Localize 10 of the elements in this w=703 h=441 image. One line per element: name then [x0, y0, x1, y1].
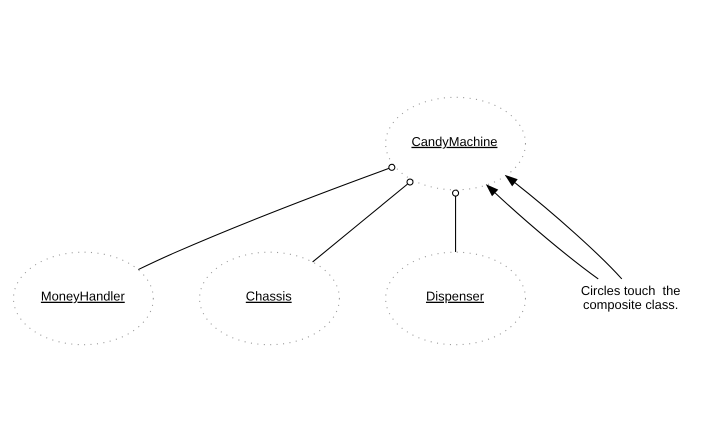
- node-ellipse: CandyMachine: [385, 96, 526, 190]
- arrow: [504, 174, 622, 279]
- arrow: [486, 184, 599, 279]
- node-ellipse: MoneyHandler: [12, 251, 154, 345]
- connector: [452, 189, 460, 252]
- node-ellipse: Chassis: [199, 251, 340, 345]
- node-ellipse: Dispenser: [385, 251, 526, 345]
- node-text: Circles touch the composite class.: [580, 282, 680, 312]
- connector: [138, 163, 396, 270]
- connector: [312, 178, 414, 262]
